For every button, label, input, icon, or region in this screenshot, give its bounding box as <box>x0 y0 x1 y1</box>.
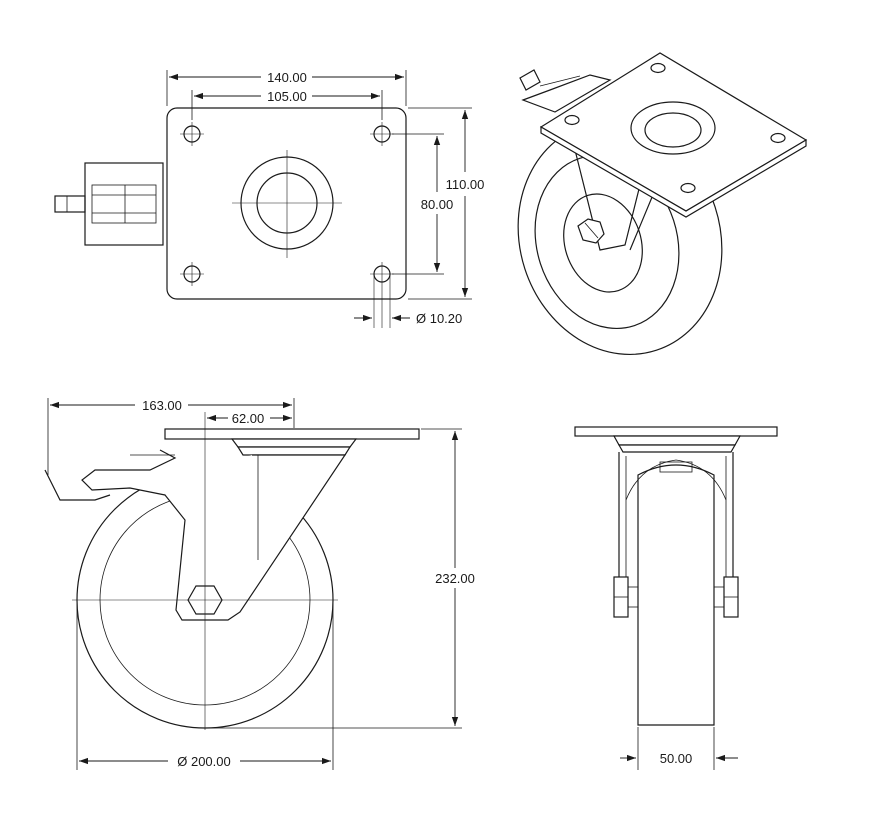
top-plate <box>166 107 407 300</box>
side-fork <box>151 454 347 621</box>
iso-boss-inner <box>644 112 702 148</box>
iso-brake-pedal <box>519 69 541 91</box>
mount-holes <box>180 122 394 328</box>
dim-side-height: 232.00 <box>435 571 475 586</box>
dim-top-hole-spacing-x: 105.00 <box>267 89 307 104</box>
front-wheel <box>637 464 715 726</box>
dim-top-plate-width: 140.00 <box>267 70 307 85</box>
brake-housing <box>84 162 164 246</box>
iso-brake-lever <box>521 74 612 113</box>
front-view: 50.00 <box>574 426 778 770</box>
isometric-view <box>517 52 808 356</box>
top-view: 140.00 105.00 110.00 80.00 Ø 10.20 <box>54 70 485 328</box>
iso-fork <box>574 149 656 251</box>
dim-wheel-width: 50.00 <box>660 751 693 766</box>
side-top-plate <box>164 428 420 440</box>
iso-boss-outer <box>630 101 716 155</box>
front-top-plate <box>574 426 778 437</box>
dim-side-offset: 62.00 <box>232 411 265 426</box>
iso-wheel-rim <box>534 154 680 330</box>
dim-top-hole-spacing-y: 80.00 <box>421 197 454 212</box>
iso-top-plate <box>539 52 808 212</box>
iso-wheel-hub <box>563 193 643 293</box>
dim-wheel-diameter: Ø 200.00 <box>177 754 231 769</box>
side-view: 163.00 62.00 232.00 Ø 200.00 <box>44 398 475 770</box>
iso-axle-nut <box>577 218 605 244</box>
brake-pedal <box>54 195 86 213</box>
dim-top-hole-diameter: Ø 10.20 <box>416 311 462 326</box>
dim-side-overall-length: 163.00 <box>142 398 182 413</box>
brake-inner <box>91 184 157 224</box>
side-brake-lever <box>81 449 177 496</box>
dim-top-plate-depth: 110.00 <box>446 177 485 192</box>
